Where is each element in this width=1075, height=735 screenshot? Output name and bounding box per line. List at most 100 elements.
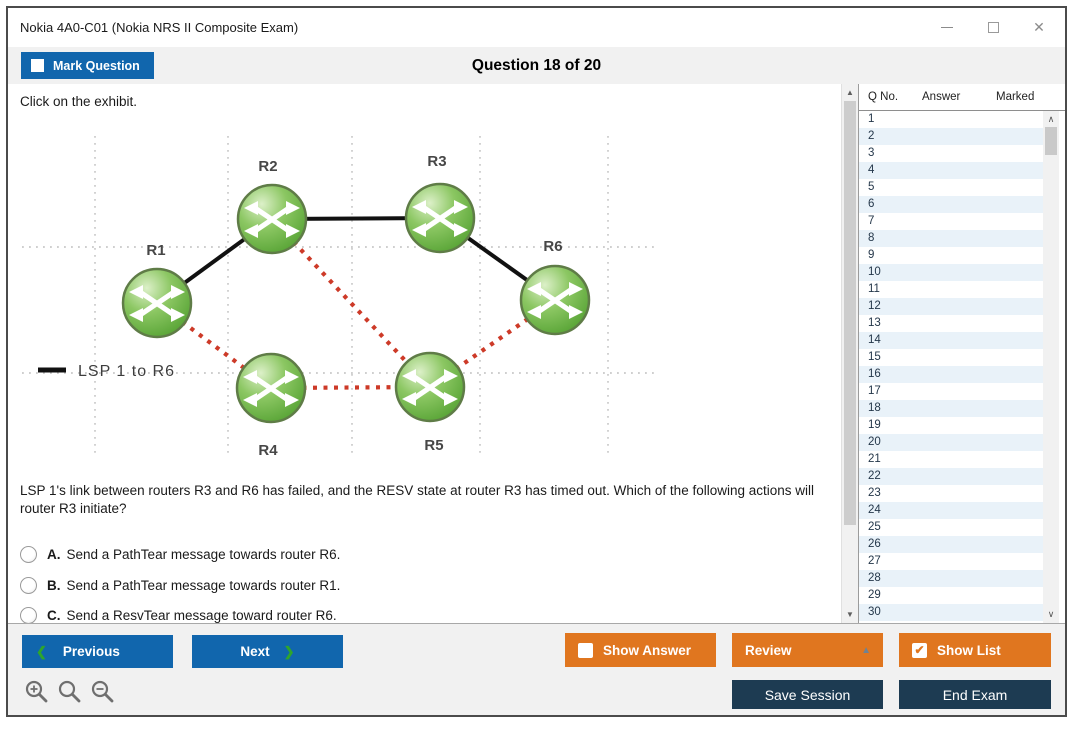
question-list-row[interactable]: 4 bbox=[859, 162, 1044, 179]
review-label: Review bbox=[745, 642, 792, 658]
answer-option-a[interactable]: A. Send a PathTear message towards route… bbox=[20, 542, 800, 566]
show-list-button[interactable]: ✔ Show List bbox=[899, 633, 1051, 667]
close-icon[interactable]: ✕ bbox=[1033, 19, 1045, 35]
question-list-row[interactable]: 9 bbox=[868, 249, 875, 261]
scroll-up-icon[interactable]: ▲ bbox=[846, 88, 854, 97]
window-controls: ✕ bbox=[937, 8, 1049, 47]
question-list-row[interactable]: 17 bbox=[868, 385, 881, 397]
router-node-r1[interactable] bbox=[123, 269, 191, 337]
list-scroll-down-icon[interactable]: ∨ bbox=[1047, 609, 1055, 619]
answer-option-c[interactable]: C. Send a ResvTear message toward router… bbox=[20, 603, 800, 623]
question-list-row[interactable]: 8 bbox=[859, 230, 1044, 247]
end-exam-label: End Exam bbox=[942, 686, 1008, 703]
question-list-row[interactable]: 30 bbox=[859, 604, 1044, 621]
mark-question-checkbox[interactable] bbox=[31, 59, 44, 72]
next-label: Next bbox=[240, 644, 270, 659]
triangle-up-icon: ▲ bbox=[861, 644, 871, 656]
zoom-toolbar bbox=[24, 679, 116, 705]
end-exam-button[interactable]: End Exam bbox=[899, 680, 1051, 709]
question-pane-scrollbar[interactable]: ▲ ▼ bbox=[841, 84, 858, 623]
previous-label: Previous bbox=[62, 644, 120, 659]
save-session-label: Save Session bbox=[764, 686, 851, 703]
question-list-scrollbar[interactable]: ∧ ∨ bbox=[1043, 111, 1059, 623]
question-list-row[interactable]: 11 bbox=[868, 283, 880, 295]
option-a-letter: A. bbox=[47, 546, 61, 562]
show-answer-checkbox[interactable] bbox=[578, 642, 593, 658]
radio-option-b[interactable] bbox=[20, 576, 37, 594]
grid-lines bbox=[22, 136, 656, 454]
question-text: LSP 1's link between routers R3 and R6 h… bbox=[20, 483, 815, 516]
question-list-row[interactable]: 10 bbox=[859, 264, 1044, 281]
question-list-row[interactable]: 7 bbox=[868, 215, 875, 227]
question-list-row[interactable]: 24 bbox=[859, 502, 1044, 519]
radio-option-c[interactable] bbox=[20, 606, 37, 623]
exhibit-diagram[interactable]: R1 R2 R3 R4 R5 R6 LSP 1 to R6 bbox=[20, 128, 660, 460]
router-node-r4[interactable] bbox=[237, 354, 305, 422]
option-a-text: Send a PathTear message towards router R… bbox=[66, 546, 341, 562]
question-list-row[interactable]: 5 bbox=[868, 181, 875, 193]
title-bar: Nokia 4A0-C01 (Nokia NRS II Composite Ex… bbox=[8, 8, 1065, 47]
question-list-row[interactable]: 12 bbox=[859, 298, 1044, 315]
link-r2-r5 bbox=[270, 217, 432, 389]
question-pane: Click on the exhibit. bbox=[8, 84, 841, 623]
chevron-right-icon: ❯ bbox=[283, 643, 295, 659]
question-list-row[interactable]: 3 bbox=[868, 147, 875, 159]
router-node-r5[interactable] bbox=[396, 353, 464, 421]
question-list-row[interactable]: 22 bbox=[859, 468, 1044, 485]
question-list-row[interactable]: 27 bbox=[868, 555, 881, 567]
question-list-row[interactable]: 15 bbox=[868, 351, 881, 363]
option-c-text: Send a ResvTear message toward router R6… bbox=[66, 607, 337, 623]
question-list-row[interactable]: 2 bbox=[859, 128, 1044, 145]
zoom-reset-icon[interactable] bbox=[57, 679, 83, 705]
review-button[interactable]: Review ▲ bbox=[732, 633, 883, 667]
question-list-header: Q No. Answer Marked bbox=[859, 84, 1065, 111]
question-list-row[interactable]: 1 bbox=[868, 113, 875, 125]
question-list-row[interactable]: 25 bbox=[868, 521, 881, 533]
question-list-row[interactable]: 26 bbox=[859, 536, 1044, 553]
router-label-r3: R3 bbox=[427, 153, 446, 170]
column-answer: Answer bbox=[922, 91, 961, 103]
footer-bar: ❮ Previous Next ❯ bbox=[8, 623, 1065, 715]
question-list-row[interactable]: 28 bbox=[859, 570, 1044, 587]
question-list-row[interactable]: 20 bbox=[859, 434, 1044, 451]
show-list-checkbox[interactable]: ✔ bbox=[912, 642, 927, 658]
router-node-r2[interactable] bbox=[238, 185, 306, 253]
router-node-r3[interactable] bbox=[406, 184, 474, 252]
window-title: Nokia 4A0-C01 (Nokia NRS II Composite Ex… bbox=[20, 20, 299, 35]
zoom-out-icon[interactable] bbox=[90, 679, 116, 705]
router-label-r6: R6 bbox=[543, 238, 562, 255]
next-button[interactable]: Next ❯ bbox=[192, 635, 343, 668]
list-scroll-up-icon[interactable]: ∧ bbox=[1047, 114, 1055, 124]
question-list-row[interactable]: 19 bbox=[868, 419, 881, 431]
scroll-down-icon[interactable]: ▼ bbox=[846, 610, 854, 619]
column-marked: Marked bbox=[996, 91, 1035, 103]
question-list-row[interactable]: 14 bbox=[859, 332, 1044, 349]
question-list-row[interactable]: 6 bbox=[859, 196, 1044, 213]
router-node-r6[interactable] bbox=[521, 266, 589, 334]
question-counter: Question 18 of 20 bbox=[471, 57, 602, 74]
answer-option-b[interactable]: B. Send a PathTear message towards route… bbox=[20, 573, 800, 597]
save-session-button[interactable]: Save Session bbox=[732, 680, 883, 709]
maximize-icon[interactable] bbox=[983, 18, 1003, 38]
content-area: Click on the exhibit. bbox=[8, 84, 1065, 623]
minimize-icon[interactable] bbox=[937, 18, 957, 38]
question-list-row[interactable]: 16 bbox=[859, 366, 1044, 383]
question-list-row[interactable]: 29 bbox=[868, 589, 881, 601]
router-label-r1: R1 bbox=[146, 242, 165, 259]
previous-button[interactable]: ❮ Previous bbox=[22, 635, 173, 668]
lsp-links-solid bbox=[155, 216, 557, 305]
question-list-row[interactable]: 23 bbox=[868, 487, 881, 499]
list-scrollbar-thumb[interactable] bbox=[1045, 127, 1057, 155]
mark-question-button[interactable]: Mark Question bbox=[21, 52, 154, 79]
show-answer-button[interactable]: Show Answer bbox=[565, 633, 716, 667]
option-b-text: Send a PathTear message towards router R… bbox=[66, 577, 341, 593]
question-list-row[interactable]: 13 bbox=[868, 317, 881, 329]
question-list-row[interactable]: 18 bbox=[859, 400, 1044, 417]
scrollbar-thumb[interactable] bbox=[844, 101, 856, 525]
radio-option-a[interactable] bbox=[20, 545, 37, 563]
zoom-in-icon[interactable] bbox=[24, 679, 50, 705]
question-list-row[interactable]: 21 bbox=[868, 453, 881, 465]
legend-label: LSP 1 to R6 bbox=[78, 363, 175, 380]
